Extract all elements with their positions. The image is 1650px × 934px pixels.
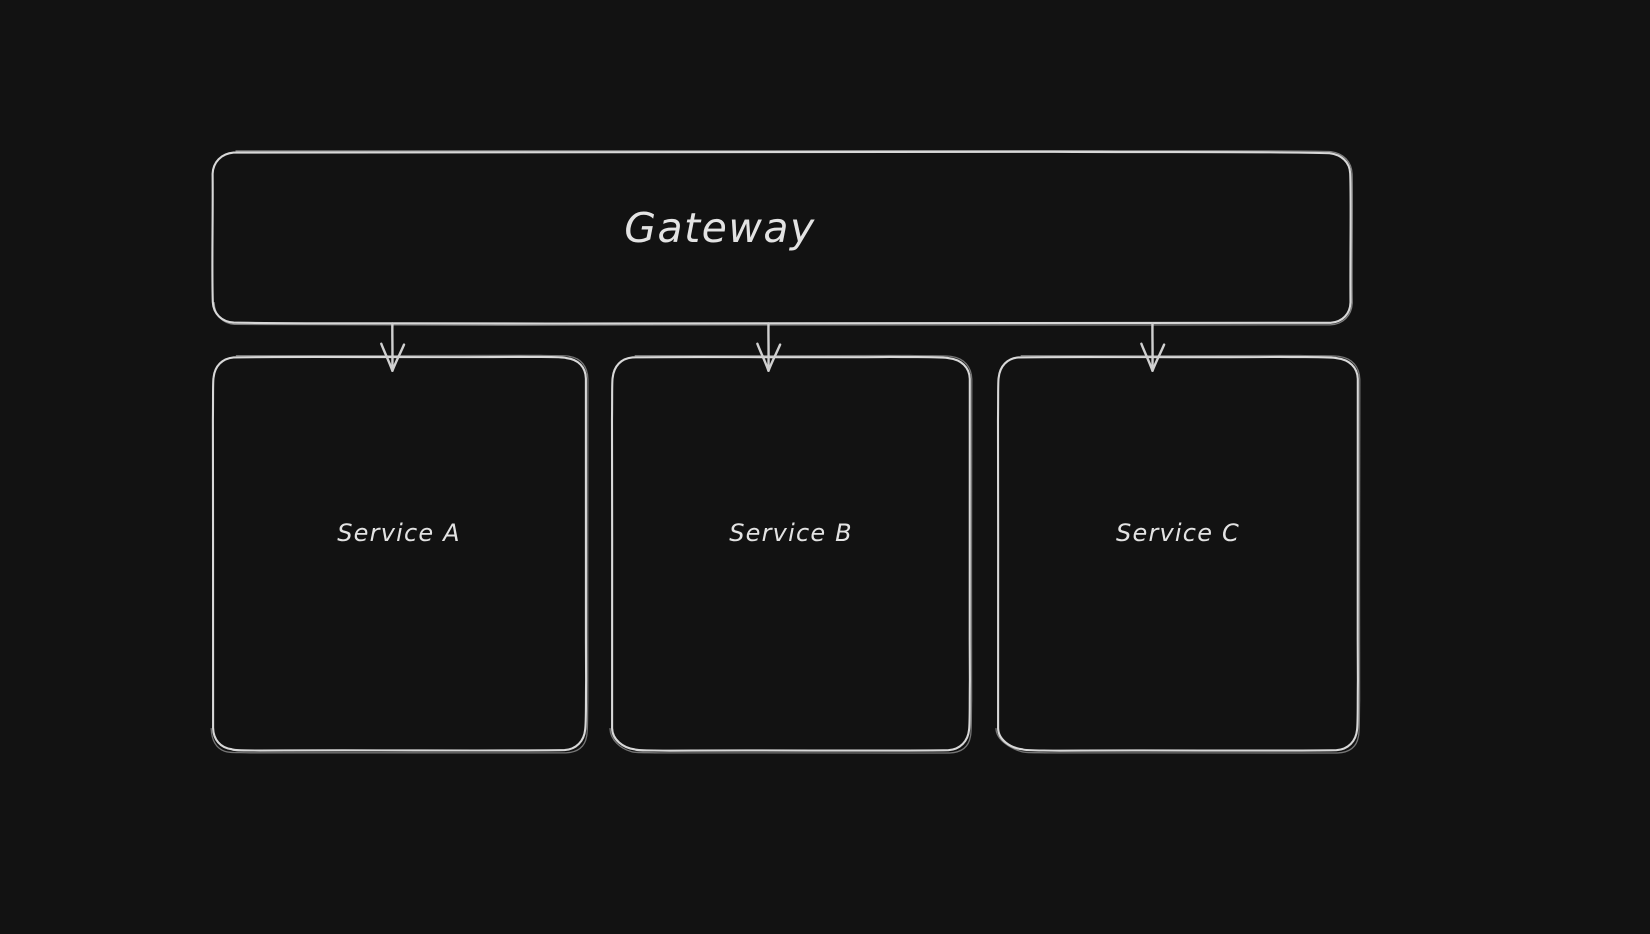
node-service-b[interactable] <box>612 357 970 750</box>
node-service-c-shape[interactable] <box>995 354 1361 754</box>
node-label-service-b: Service B <box>729 519 853 547</box>
service-a-box-outline <box>211 355 588 752</box>
edge-gateway-service-b[interactable] <box>756 322 782 372</box>
service-a-box-outline-sketch-overlay <box>210 354 589 754</box>
gateway-box-outline-sketch-overlay <box>213 149 1353 326</box>
node-label-service-a: Service A <box>337 519 461 547</box>
edge-gateway-service-c[interactable] <box>1140 322 1166 372</box>
node-service-a[interactable] <box>213 357 585 750</box>
edge-gateway-service-a[interactable] <box>380 322 406 372</box>
node-service-b-shape[interactable] <box>609 354 973 754</box>
node-gateway[interactable] <box>213 152 1350 323</box>
node-label-service-c: Service C <box>1116 519 1240 547</box>
node-label-gateway: Gateway <box>624 204 816 252</box>
node-gateway-shape[interactable] <box>211 149 1353 326</box>
service-b-box-outline <box>610 355 972 752</box>
edge-gateway-service-a-arrowhead <box>380 342 406 372</box>
edge-gateway-service-b-arrowhead <box>756 342 782 372</box>
edge-gateway-service-c-arrowhead <box>1140 342 1166 372</box>
node-service-a-shape[interactable] <box>210 354 589 754</box>
service-c-box-outline-sketch-overlay <box>995 354 1361 754</box>
service-b-box-outline-sketch-overlay <box>609 354 973 754</box>
node-service-c[interactable] <box>998 357 1358 750</box>
service-c-box-outline <box>996 355 1360 752</box>
